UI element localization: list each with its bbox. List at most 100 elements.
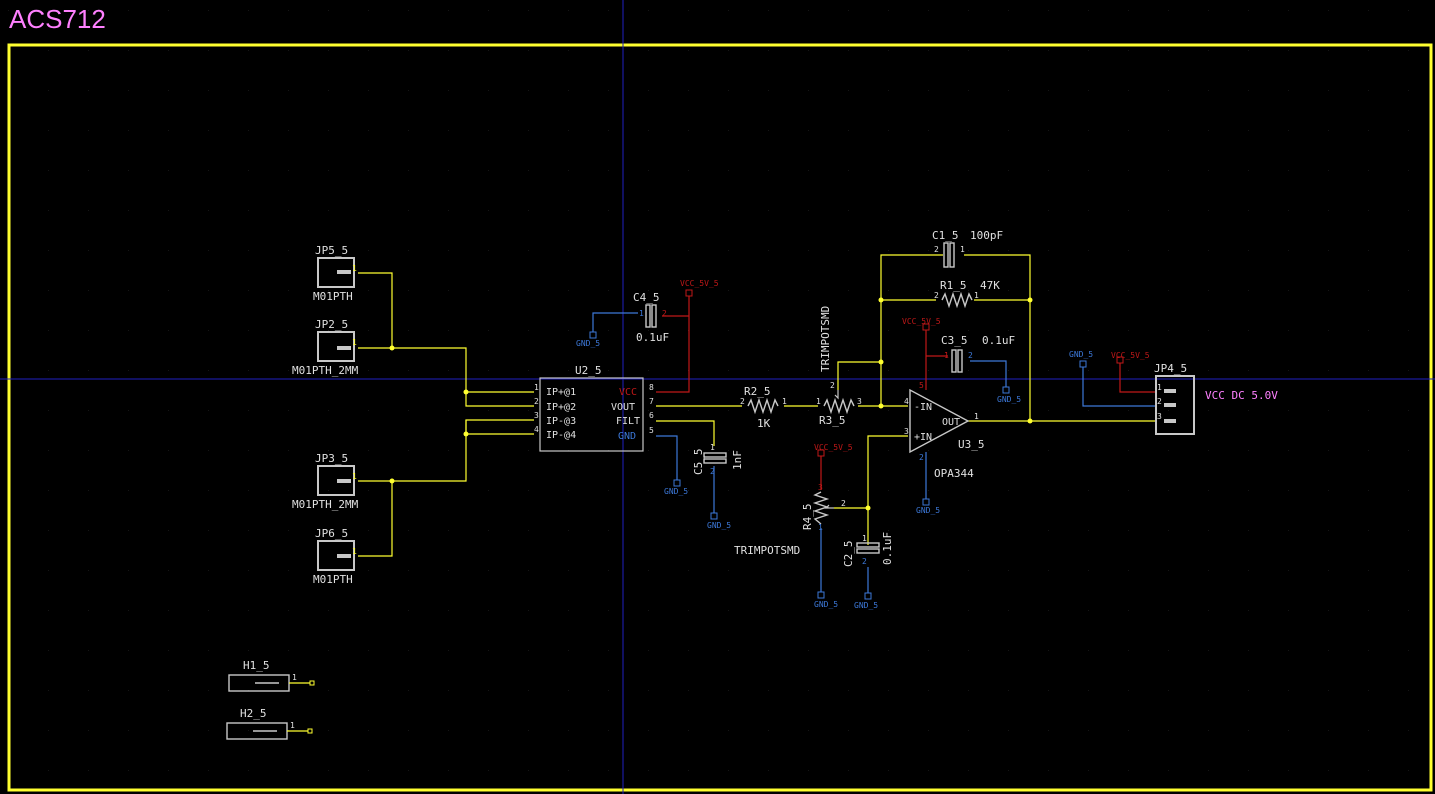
- svg-text:2: 2: [934, 291, 939, 300]
- svg-text:2: 2: [841, 499, 846, 508]
- svg-text:1: 1: [352, 472, 357, 481]
- svg-text:1: 1: [710, 443, 715, 452]
- svg-text:IP+@2: IP+@2: [546, 402, 576, 413]
- svg-text:JP4_5: JP4_5: [1154, 362, 1187, 375]
- svg-text:0.1uF: 0.1uF: [982, 334, 1015, 347]
- svg-text:OUT: OUT: [942, 417, 960, 428]
- svg-text:1: 1: [782, 397, 787, 406]
- svg-text:1: 1: [639, 309, 644, 318]
- gnd-label: GND_5: [814, 600, 838, 609]
- svg-text:IP-@3: IP-@3: [546, 416, 576, 427]
- svg-text:2: 2: [740, 397, 745, 406]
- svg-text:3: 3: [818, 483, 823, 492]
- svg-text:2: 2: [1157, 397, 1162, 406]
- gnd-wires: [592, 312, 1155, 593]
- gnd-symbols: [589, 331, 1087, 600]
- sheet-frame: [7, 43, 1433, 792]
- svg-text:1: 1: [816, 397, 821, 406]
- svg-text:M01PTH: M01PTH: [313, 290, 353, 303]
- gnd-label: GND_5: [997, 395, 1021, 404]
- gnd-label: GND_5: [916, 506, 940, 515]
- svg-text:5: 5: [919, 381, 924, 390]
- svg-text:1: 1: [534, 383, 539, 392]
- svg-text:1: 1: [290, 721, 295, 730]
- svg-text:C2_5: C2_5: [842, 541, 855, 568]
- svg-text:7: 7: [649, 397, 654, 406]
- connector-jp4[interactable]: JP4_5 VCC DC 5.0V 1 2 3: [1154, 362, 1278, 435]
- header-h1[interactable]: H1_5 1: [228, 659, 315, 692]
- capacitor-c5[interactable]: C5_5 1nF 1 2: [692, 443, 744, 476]
- gnd-label: GND_5: [707, 521, 731, 530]
- connector-jp6[interactable]: JP6_5 M01PTH 1: [313, 527, 357, 586]
- svg-text:3: 3: [857, 397, 862, 406]
- vcc-symbols: [685, 289, 1124, 457]
- svg-text:C5_5: C5_5: [692, 449, 705, 476]
- svg-text:2: 2: [662, 309, 667, 318]
- svg-text:1: 1: [944, 351, 949, 360]
- gnd-label: GND_5: [576, 339, 600, 348]
- svg-text:3: 3: [1157, 412, 1162, 421]
- sheet-title: ACS712: [9, 4, 106, 34]
- capacitor-c1[interactable]: C1_5 100pF 2 1: [932, 229, 1003, 268]
- svg-text:2: 2: [534, 397, 539, 406]
- trimpot-r3[interactable]: R3_5 TRIMPOTSMD 1 3 2: [816, 306, 862, 427]
- svg-text:5: 5: [649, 426, 654, 435]
- svg-text:1: 1: [352, 547, 357, 556]
- svg-text:1: 1: [818, 523, 823, 532]
- svg-text:-IN: -IN: [914, 402, 932, 413]
- ic-u2[interactable]: U2_5 IP+@1 IP+@2 IP-@3 IP-@4 1 2 3 4 VCC…: [534, 364, 654, 452]
- svg-text:1: 1: [292, 673, 297, 682]
- svg-text:FILT: FILT: [616, 416, 640, 427]
- svg-text:4: 4: [534, 425, 539, 434]
- svg-text:2: 2: [862, 557, 867, 566]
- svg-text:0.1uF: 0.1uF: [636, 331, 669, 344]
- svg-text:IP-@4: IP-@4: [546, 430, 576, 441]
- svg-text:4: 4: [904, 397, 909, 406]
- svg-text:M01PTH_2MM: M01PTH_2MM: [292, 498, 359, 511]
- svg-text:+IN: +IN: [914, 432, 932, 443]
- svg-text:2: 2: [710, 467, 715, 476]
- header-h2[interactable]: H2_5 1: [226, 707, 313, 740]
- svg-text:VOUT: VOUT: [611, 402, 635, 413]
- svg-text:1: 1: [352, 338, 357, 347]
- svg-text:3: 3: [534, 411, 539, 420]
- connector-jp3[interactable]: JP3_5 M01PTH_2MM 1: [292, 452, 359, 511]
- svg-text:2: 2: [919, 453, 924, 462]
- opamp-u3[interactable]: -IN +IN OUT U3_5 OPA344 4 3 1 5 2: [904, 381, 985, 480]
- svg-text:3: 3: [904, 427, 909, 436]
- svg-text:2: 2: [934, 245, 939, 254]
- svg-text:VCC: VCC: [619, 387, 637, 398]
- resistor-r2[interactable]: R2_5 1K 2 1: [740, 385, 787, 430]
- svg-text:R4_5: R4_5: [801, 504, 814, 531]
- svg-text:1: 1: [352, 264, 357, 273]
- svg-text:H2_5: H2_5: [240, 707, 267, 720]
- gnd-labels: GND_5 GND_5 GND_5 GND_5 GND_5 GND_5 GND_…: [576, 339, 1093, 610]
- svg-text:C1_5: C1_5: [932, 229, 959, 242]
- capacitor-c3[interactable]: C3_5 0.1uF 1 2: [941, 334, 1015, 373]
- svg-text:U2_5: U2_5: [575, 364, 602, 377]
- resistor-r1[interactable]: R1_5 47K 2 1: [934, 279, 1000, 309]
- svg-text:JP6_5: JP6_5: [315, 527, 348, 540]
- svg-text:8: 8: [649, 383, 654, 392]
- gnd-label: GND_5: [1069, 350, 1093, 359]
- svg-text:H1_5: H1_5: [243, 659, 270, 672]
- svg-text:JP3_5: JP3_5: [315, 452, 348, 465]
- gnd-label: GND_5: [854, 601, 878, 610]
- svg-text:R1_5: R1_5: [940, 279, 967, 292]
- vcc-labels: VCC_5V_5 VCC_5V_5 VCC_5V_5 VCC_5V_5: [680, 279, 1150, 452]
- connector-jp5[interactable]: JP5_5 M01PTH 1: [313, 244, 357, 303]
- trimpot-r4[interactable]: R4_5 TRIMPOTSMD 1 3 2: [734, 483, 846, 557]
- svg-text:GND: GND: [618, 431, 636, 442]
- capacitor-c4[interactable]: C4_5 0.1uF 1 2: [633, 291, 669, 344]
- svg-text:TRIMPOTSMD: TRIMPOTSMD: [819, 306, 832, 372]
- svg-text:JP2_5: JP2_5: [315, 318, 348, 331]
- svg-text:0.1uF: 0.1uF: [881, 532, 894, 565]
- vcc-label: VCC_5V_5: [814, 443, 853, 452]
- connector-jp2[interactable]: JP2_5 M01PTH_2MM 1: [292, 318, 359, 377]
- svg-text:VCC DC 5.0V: VCC DC 5.0V: [1205, 389, 1278, 402]
- vcc-label: VCC_5V_5: [680, 279, 719, 288]
- svg-text:6: 6: [649, 411, 654, 420]
- capacitor-c2[interactable]: C2_5 0.1uF 1 2: [842, 532, 894, 567]
